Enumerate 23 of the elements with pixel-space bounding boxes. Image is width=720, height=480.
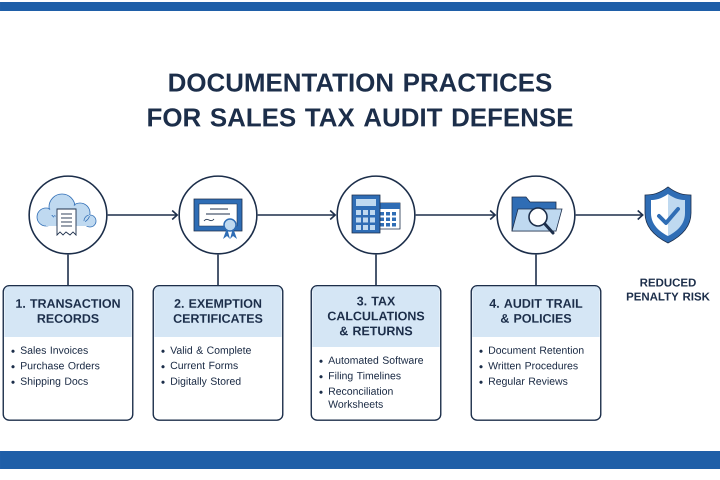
card-heading: 4. AUDIT TRAIL & POLICIES — [472, 286, 600, 337]
caption-text: REDUCED PENALTY RISK — [626, 278, 710, 301]
bullet-item: Sales Invoices — [11, 346, 88, 354]
bullet-item: Document Retention — [479, 346, 584, 354]
shield-icon — [644, 186, 692, 244]
bullet-item: Filing Timelines — [319, 372, 401, 382]
arrow — [576, 210, 644, 220]
bullet-item: Written Procedures — [479, 362, 578, 370]
card-heading: 3. TAX CALCULATIONS & RETURNS — [312, 286, 440, 347]
bullet-item: Digitally Stored — [161, 377, 240, 387]
card-heading: 2. EXEMPTION CERTIFICATES — [154, 286, 282, 337]
title: DOCUMENTATION PRACTICES FOR SALES TAX AUDIT DEFENSE — [148, 73, 572, 127]
arrow — [258, 210, 336, 220]
bullet-item: Valid & Complete — [161, 346, 251, 356]
bullet-item: Purchase Orders — [11, 362, 100, 370]
arrow — [108, 210, 178, 220]
bullet-item: Automated Software — [319, 356, 424, 364]
bullet-item: Current Forms — [161, 362, 238, 370]
bullet-item: Reconciliation Worksheets — [319, 387, 393, 408]
bullet-item: Shipping Docs — [11, 377, 88, 387]
card-heading: 1. TRANSACTION RECORDS — [4, 286, 132, 337]
arrow — [416, 210, 496, 220]
bullet-item: Regular Reviews — [479, 377, 568, 387]
